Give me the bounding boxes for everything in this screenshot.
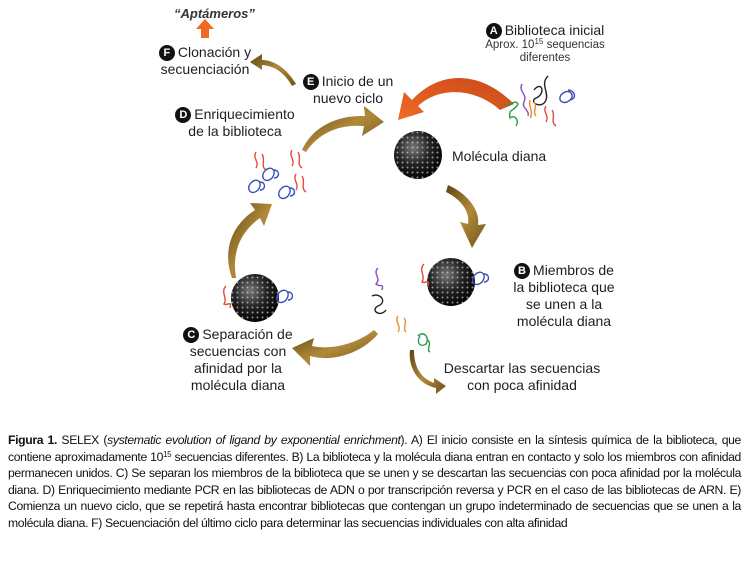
gold-arrow-separation-to-enrichment [228, 203, 272, 278]
badge-b: B [514, 263, 531, 279]
selex-cycle-diagram [196, 19, 576, 394]
gold-arrow-new-cycle-to-cloning [250, 54, 296, 86]
badge-c: C [183, 327, 200, 343]
badge-e: E [302, 74, 319, 90]
unbound-sequences [371, 267, 431, 353]
target-molecule-top [394, 131, 442, 179]
enriched-sequences [248, 149, 307, 200]
target-molecule-separated [231, 274, 279, 322]
target-molecule-bound [427, 258, 475, 306]
orange-arrow-library-to-target [398, 77, 514, 120]
gold-arrow-discard [409, 350, 446, 394]
up-arrow-icon [196, 19, 214, 38]
target-molecule-label: Molécula diana [452, 148, 547, 164]
gold-arrow-enrichment-to-new-cycle [302, 106, 384, 152]
discard-label: Descartar las secuencias con poca afinid… [443, 360, 601, 393]
badge-d: D [175, 107, 192, 123]
gold-arrow-bound-to-separation [292, 330, 378, 366]
gold-arrow-target-to-bound [446, 185, 486, 248]
library-sequences-initial [503, 75, 576, 127]
aptamers-label: “Aptámeros” [174, 6, 255, 21]
figure-caption: Figura 1. SELEX (systematic evolution of… [8, 433, 741, 530]
separated-sequences [222, 285, 294, 309]
caption-label: Figura 1. [8, 433, 58, 447]
bound-sequences [420, 263, 490, 287]
badge-f: F [158, 45, 175, 61]
badge-a: A [485, 23, 502, 39]
